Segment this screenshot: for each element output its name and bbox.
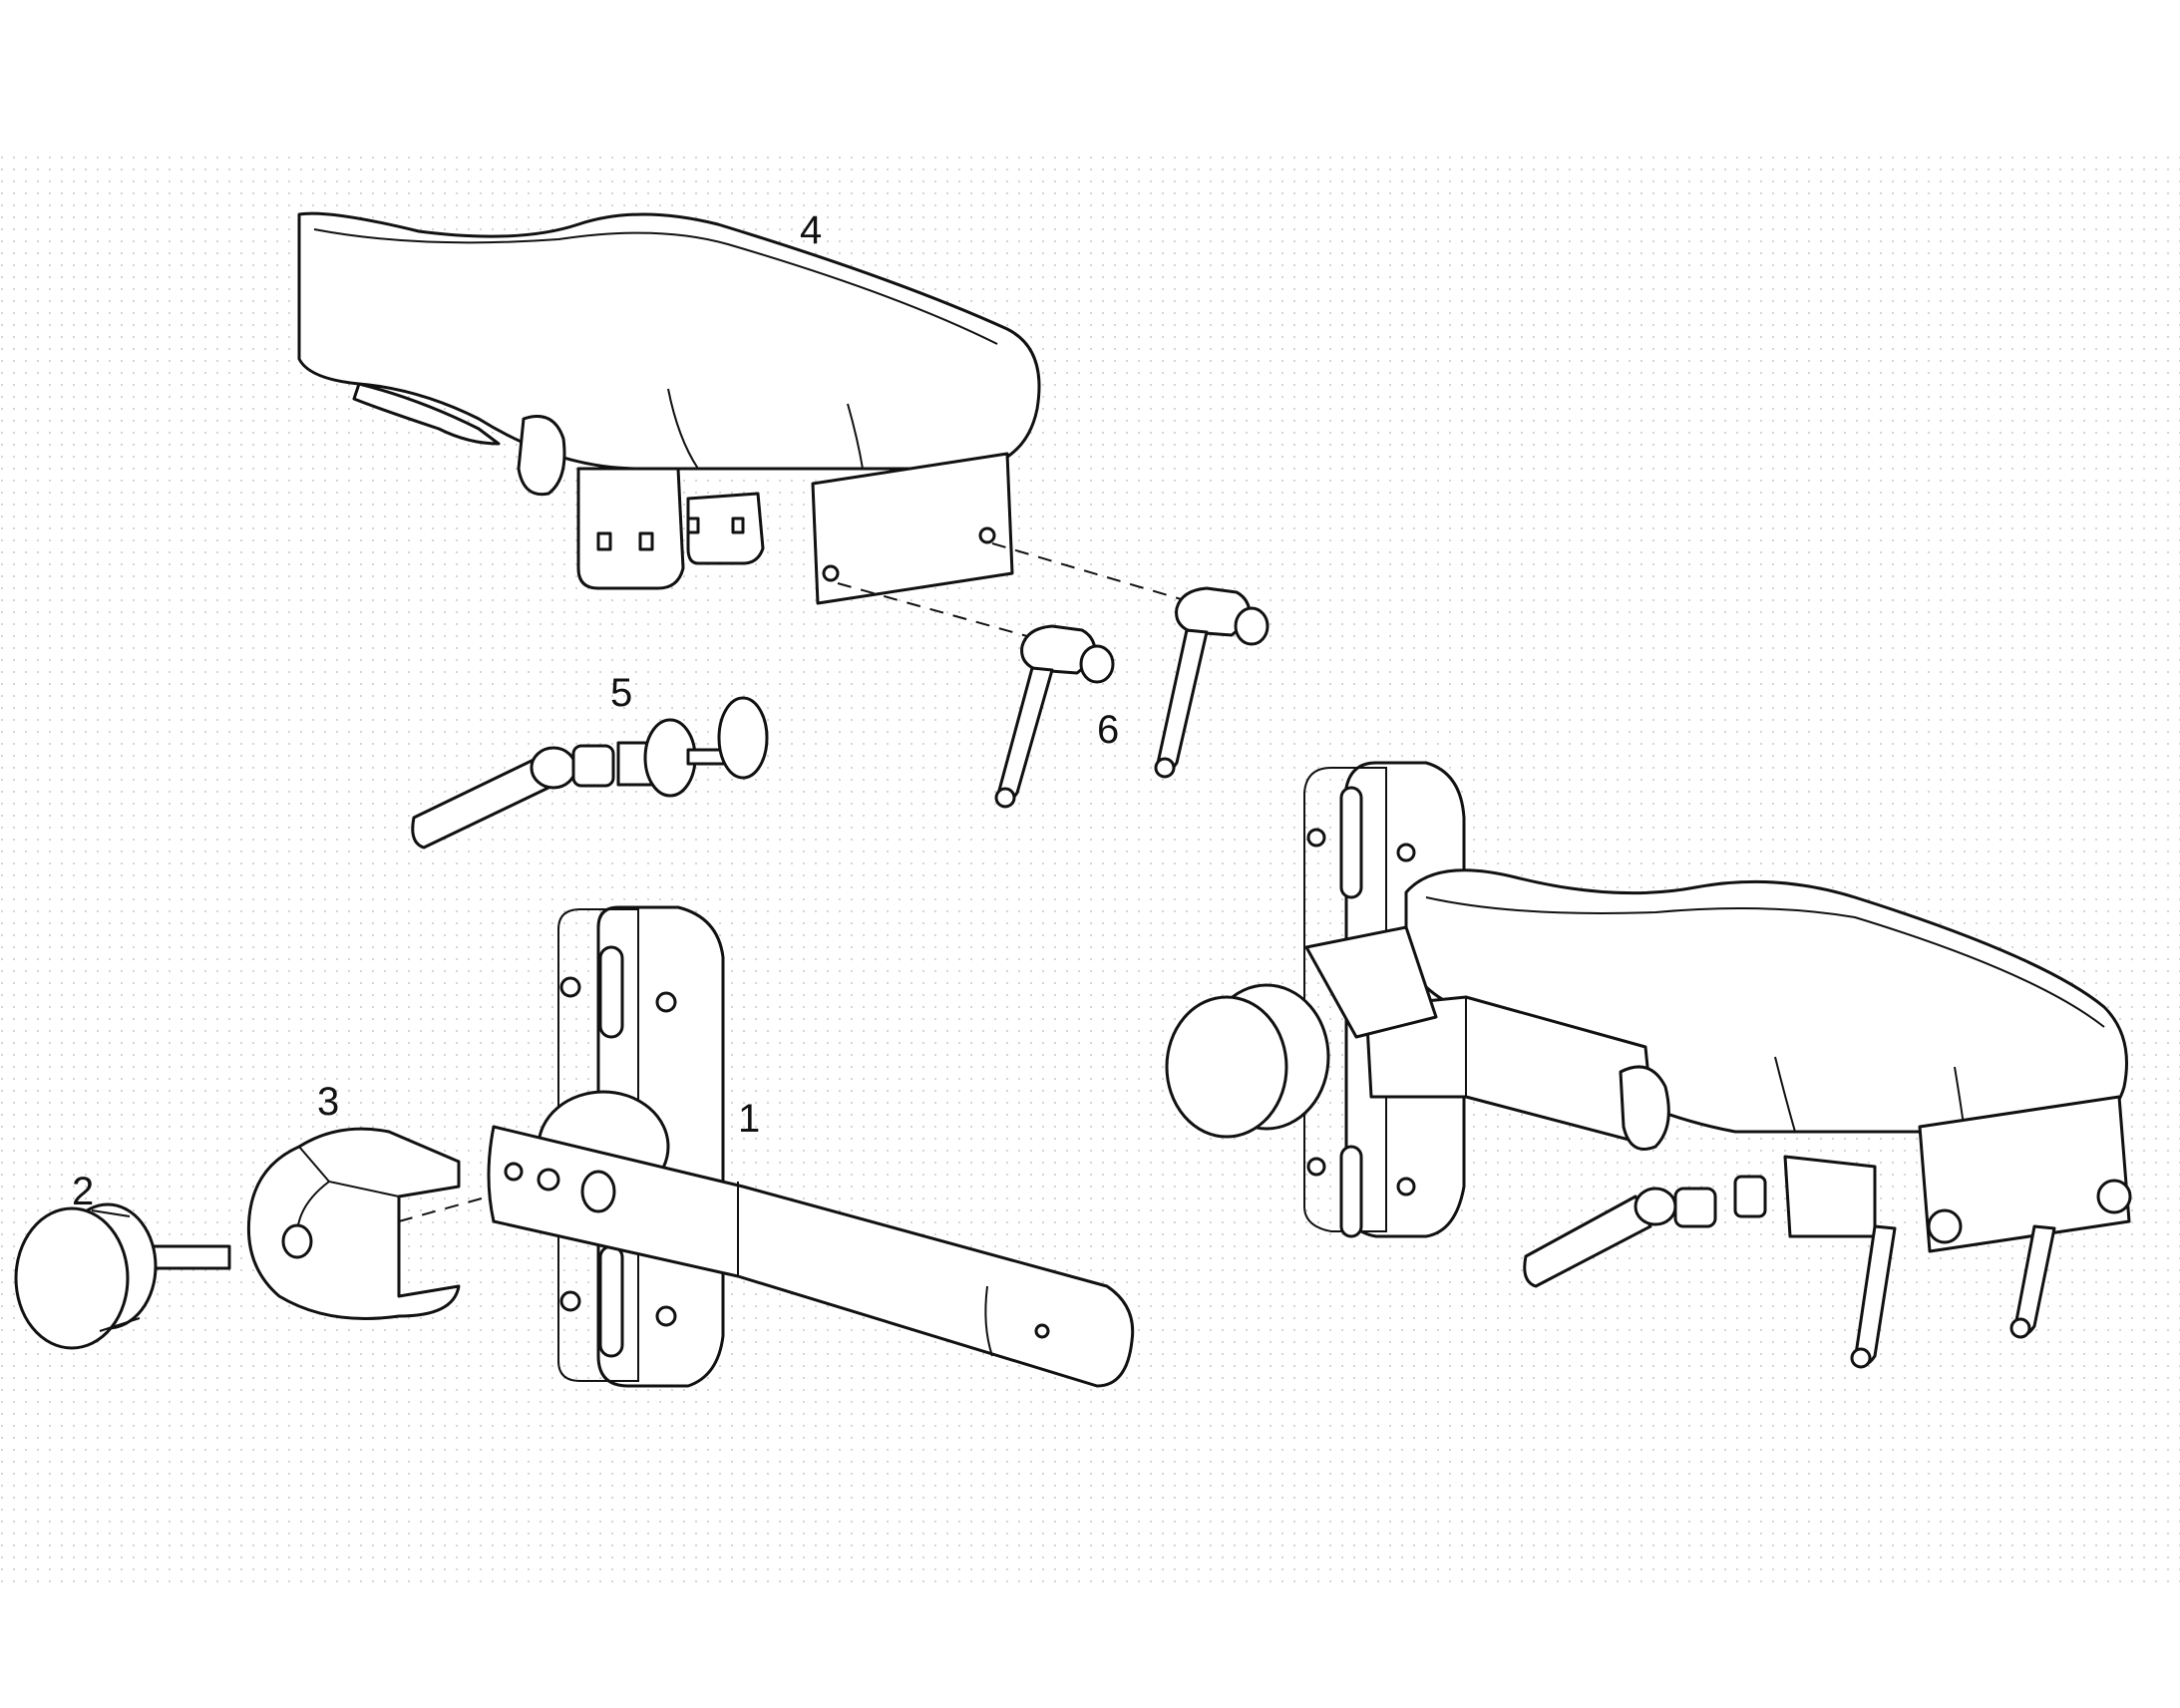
part-4-armrest-pad	[297, 211, 1041, 605]
assembly-line-lower	[837, 582, 1053, 644]
part-5-clamp-lever	[411, 696, 769, 850]
part-1-mounting-bracket-arm	[487, 905, 1135, 1388]
part-3-sleeve-cover	[246, 1127, 461, 1320]
part-2-knob	[14, 1202, 231, 1350]
part-6-lever-left	[994, 624, 1115, 809]
callout-4: 4	[800, 208, 822, 252]
callout-5: 5	[610, 671, 632, 715]
assembled-armrest	[1165, 761, 2132, 1369]
callout-6: 6	[1097, 708, 1119, 752]
callout-2: 2	[72, 1170, 94, 1213]
part-6-lever-right	[1154, 586, 1270, 779]
assembly-line-3-to-1	[398, 1196, 490, 1222]
callout-3: 3	[317, 1080, 339, 1124]
callout-1: 1	[738, 1097, 760, 1141]
